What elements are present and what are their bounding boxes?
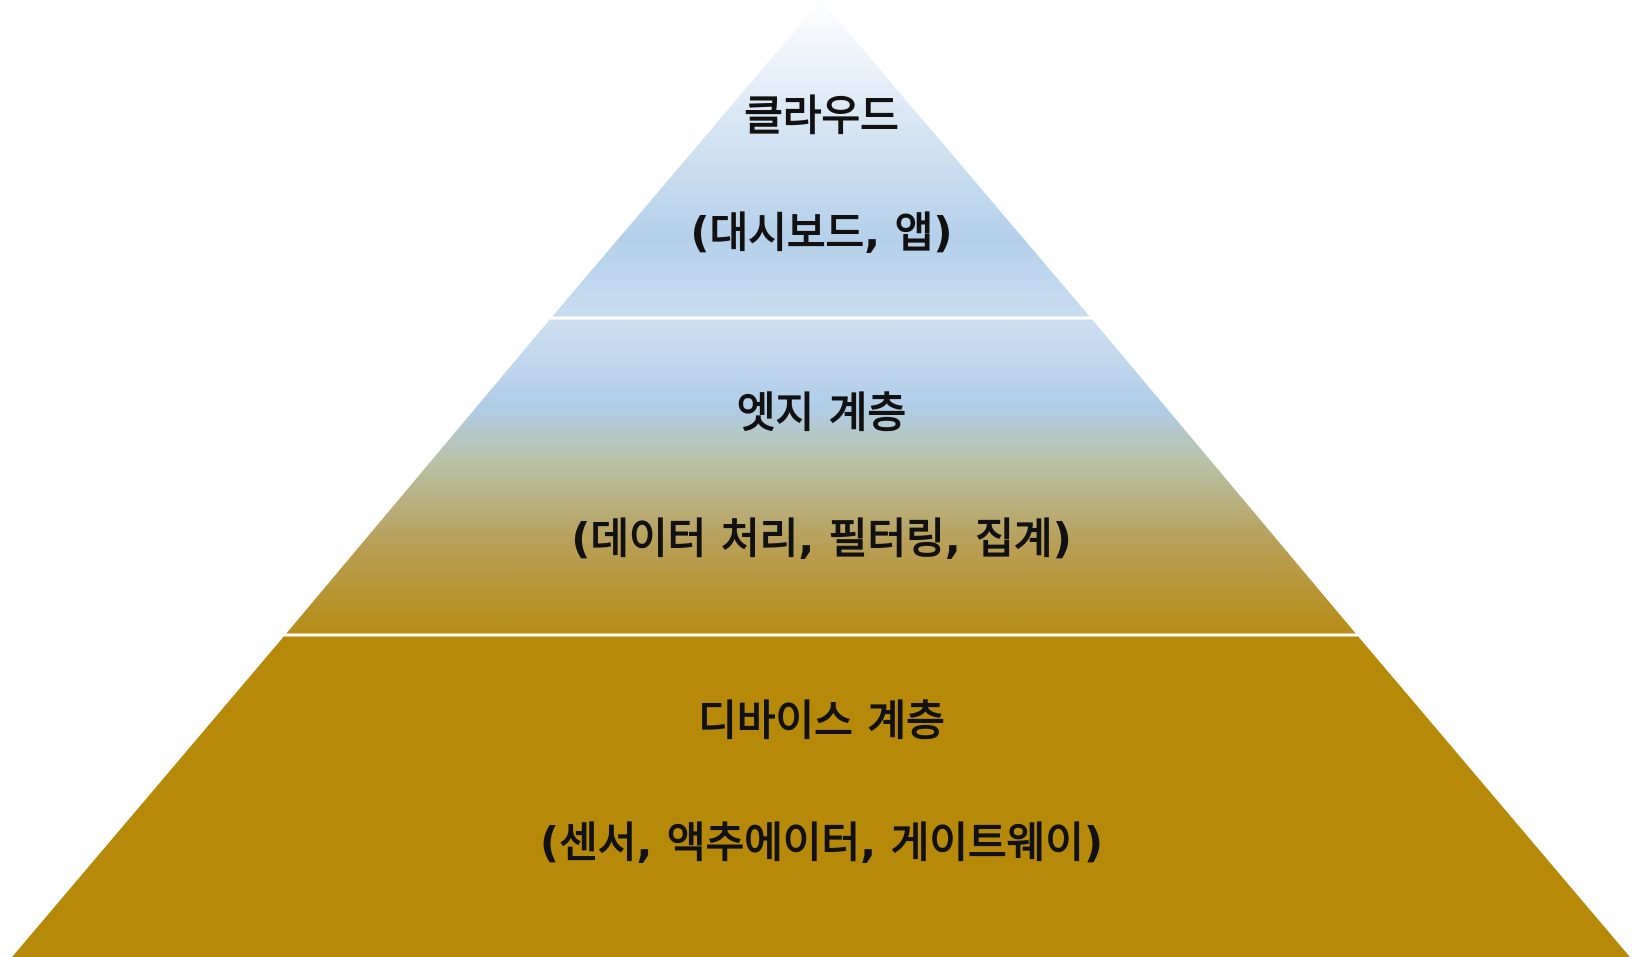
pyramid-layer-device (12, 635, 1630, 957)
edge-layer-title: 엣지 계층 (736, 388, 907, 437)
device-layer-subtitle: (센서, 액추에이터, 게이트웨이) (539, 818, 1104, 867)
pyramid-layer-edge (285, 318, 1357, 635)
cloud-layer-title: 클라우드 (744, 91, 899, 140)
cloud-layer-subtitle: (대시보드, 앱) (690, 208, 953, 257)
device-layer-title: 디바이스 계층 (698, 696, 945, 745)
pyramid-layer-cloud (551, 0, 1091, 318)
edge-layer-subtitle: (데이터 처리, 필터링, 집계) (571, 514, 1072, 563)
